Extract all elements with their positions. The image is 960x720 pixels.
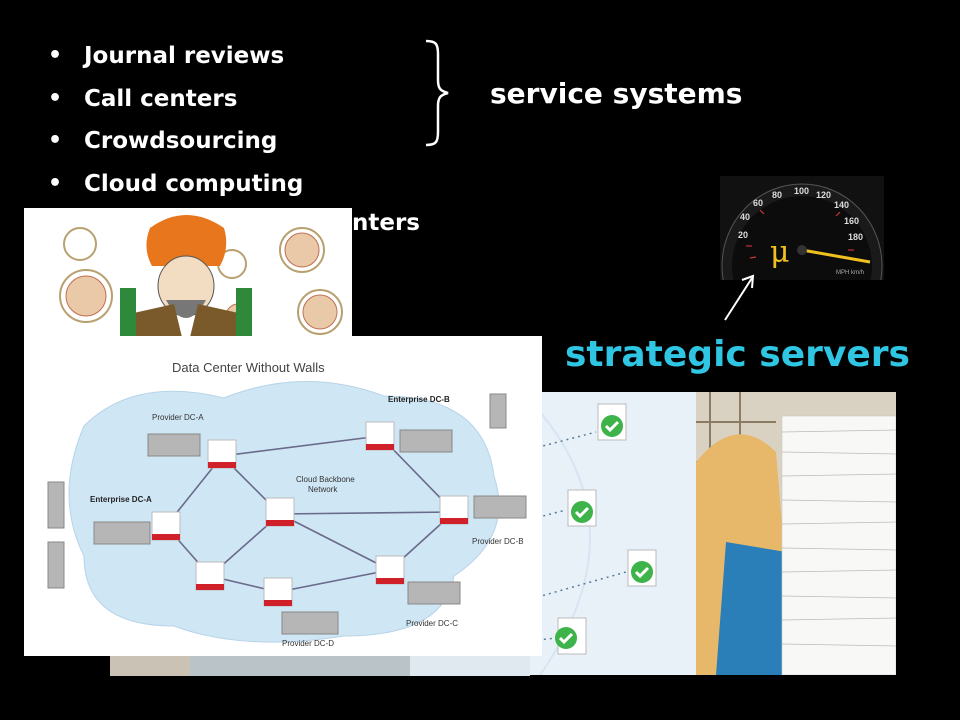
speed-units: MPH km/h xyxy=(836,270,864,276)
label-provider-d: Provider DC-D xyxy=(282,639,334,648)
cloud-nodes xyxy=(151,421,469,607)
service-systems-label: service systems xyxy=(490,77,743,110)
mu-symbol: μ xyxy=(770,235,790,270)
checklist-board-image xyxy=(499,392,696,676)
bullet-call-centers: Call centers xyxy=(48,83,303,126)
tick-60: 60 xyxy=(753,198,763,208)
tick-160: 160 xyxy=(844,216,859,226)
datacenter-diagram: Data Center Without Walls Provider DC-A … xyxy=(24,336,542,656)
tick-80: 80 xyxy=(772,190,782,200)
diagram-title: Data Center Without Walls xyxy=(172,360,325,375)
curly-brace xyxy=(425,39,449,147)
label-enterprise-a: Enterprise DC-A xyxy=(90,495,152,504)
label-backbone: Cloud Backbone xyxy=(296,475,355,484)
tick-20: 20 xyxy=(738,230,748,240)
gears-pennies-illustration xyxy=(24,208,352,354)
label-enterprise-b: Enterprise DC-B xyxy=(388,395,450,404)
label-provider-b: Provider DC-B xyxy=(472,537,524,546)
label-backbone-2: Network xyxy=(308,485,338,494)
papers-stack-image xyxy=(696,392,897,676)
bullet-crowdsourcing: Crowdsourcing xyxy=(48,125,303,168)
label-provider-a: Provider DC-A xyxy=(152,413,204,422)
label-provider-c: Provider DC-C xyxy=(406,619,458,628)
arrow-icon xyxy=(724,274,755,321)
bullet-hidden-fragment: nters xyxy=(352,210,421,236)
bullet-journal-reviews: Journal reviews xyxy=(48,40,303,83)
tick-180: 180 xyxy=(848,232,863,242)
tick-120: 120 xyxy=(816,190,831,200)
strategic-servers-label: strategic servers xyxy=(565,334,910,375)
bullet-list: Journal reviews Call centers Crowdsourci… xyxy=(48,40,303,210)
speedometer-image: 20 40 60 80 100 120 140 160 180 μ MPH km… xyxy=(720,176,884,280)
bullet-cloud-computing: Cloud computing xyxy=(48,168,303,211)
tick-40: 40 xyxy=(740,212,750,222)
tick-140: 140 xyxy=(834,200,849,210)
tick-100: 100 xyxy=(794,186,809,196)
